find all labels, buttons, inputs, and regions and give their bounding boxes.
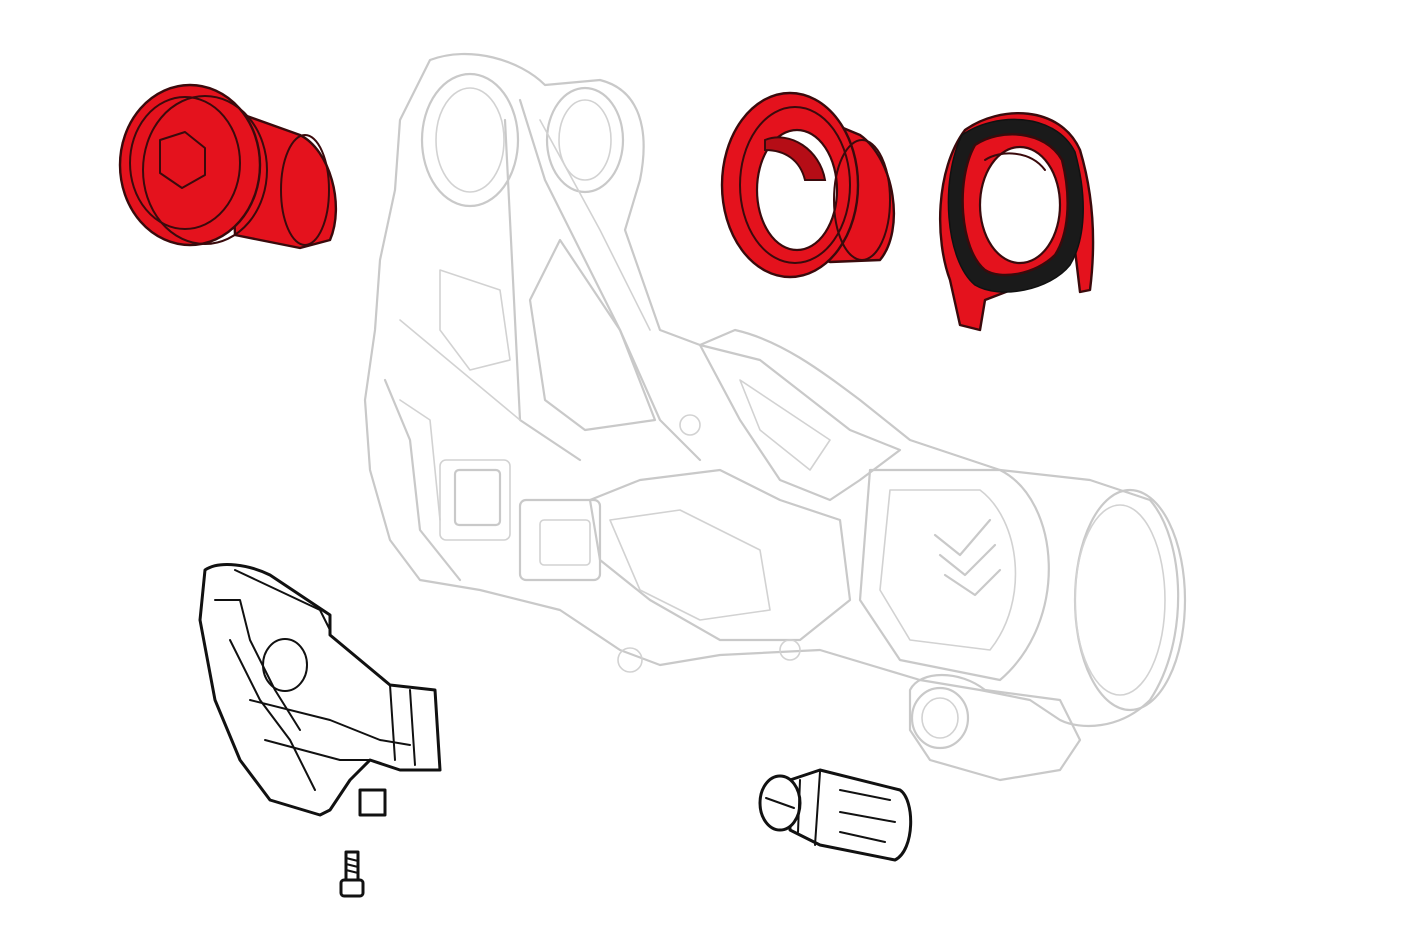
barrel-adjuster bbox=[758, 768, 913, 862]
hanger-bolt bbox=[118, 83, 338, 250]
bushing bbox=[720, 91, 896, 279]
small-screw bbox=[339, 850, 365, 898]
hanger-washer bbox=[939, 112, 1095, 332]
cable-guide bbox=[198, 563, 442, 817]
derailleur-body bbox=[363, 52, 1187, 782]
